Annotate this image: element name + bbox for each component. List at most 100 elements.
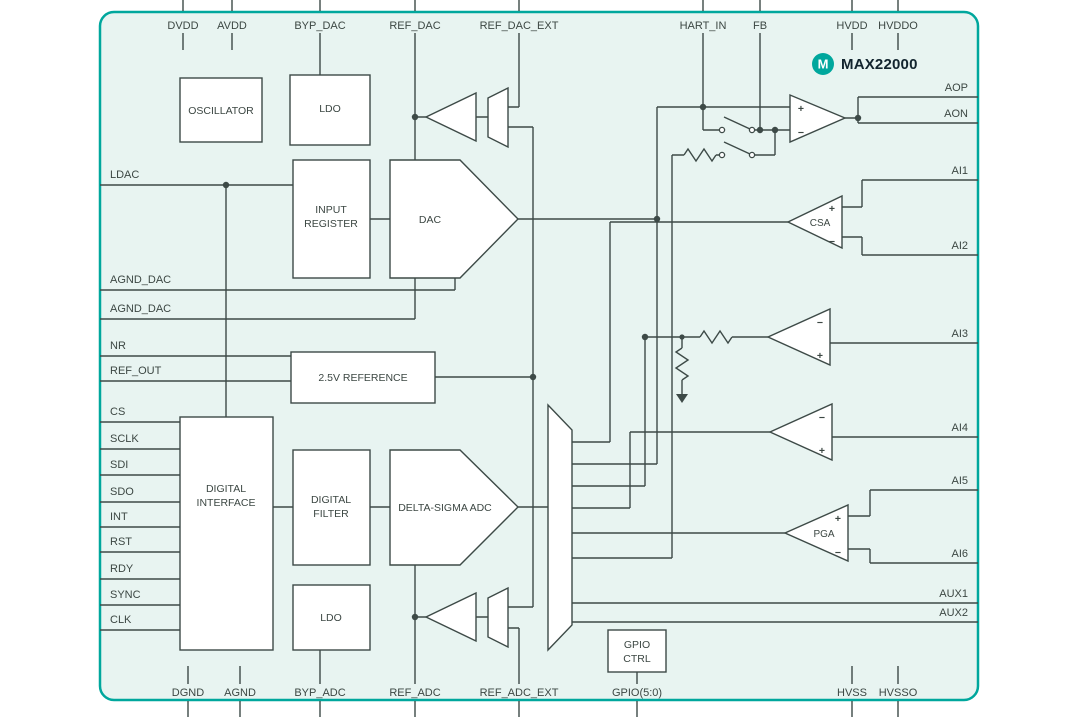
switch-contact <box>718 151 726 159</box>
analog-output-amp <box>789 93 847 144</box>
pin-label-hvsso: HVSSO <box>879 687 918 699</box>
switch-contact <box>748 151 756 159</box>
part-number: MAX22000 <box>841 56 918 73</box>
refadc-buffer-amp <box>424 591 477 643</box>
digital-filter-label-1: DIGITAL <box>311 494 351 506</box>
gpio-ctrl-label-1: GPIO <box>624 639 650 651</box>
analog-switches <box>718 126 756 159</box>
pin-label-ref-adc: REF_ADC <box>389 687 440 699</box>
block-labels: OSCILLATOR LDO INPUT REGISTER DAC 2.5V R… <box>188 103 835 665</box>
csa-plus: + <box>829 203 835 215</box>
csa-label: CSA <box>810 218 831 229</box>
left-pin-wires <box>100 184 456 631</box>
pin-label-agnd-dac-1: AGND_DAC <box>110 274 171 286</box>
refdac-mux <box>487 86 509 149</box>
pga-label: PGA <box>813 529 834 540</box>
ao-minus: − <box>798 127 804 139</box>
input-mux <box>547 403 573 652</box>
reference-block <box>290 351 436 404</box>
gpio-ctrl-block <box>607 629 667 673</box>
csa-minus: − <box>829 236 835 248</box>
ai3-plus: + <box>817 350 823 362</box>
pga-amp <box>783 503 849 563</box>
maxim-logo-letter: M <box>818 57 829 72</box>
refadc-mux <box>487 586 509 649</box>
bottom-pin-labels: DGND AGND BYP_ADC REF_ADC REF_ADC_EXT GP… <box>172 687 918 699</box>
pin-label-avdd: AVDD <box>217 20 247 32</box>
ao-plus: + <box>798 103 804 115</box>
pin-label-ai2: AI2 <box>951 240 968 252</box>
dac-block <box>389 159 519 279</box>
dac-output-hart-net <box>518 106 790 465</box>
junction-dots <box>222 103 862 621</box>
pin-label-ldac: LDAC <box>110 169 139 181</box>
ldo-top-block <box>289 74 371 146</box>
oscillator-label: OSCILLATOR <box>188 105 254 117</box>
pin-label-ref-dac: REF_DAC <box>389 20 440 32</box>
pin-label-gpio: GPIO(5:0) <box>612 687 662 699</box>
digital-filter-label-2: FILTER <box>313 508 349 520</box>
pin-label-sdo: SDO <box>110 486 134 498</box>
amp-polarity-marks: + − + − − + − + + − <box>798 103 841 559</box>
pin-label-agnd-dac-2: AGND_DAC <box>110 303 171 315</box>
pin-label-agnd: AGND <box>224 687 256 699</box>
ai4-plus: + <box>819 445 825 457</box>
pga-plus: + <box>835 513 841 525</box>
pga-minus: − <box>835 547 841 559</box>
pin-label-sync: SYNC <box>110 589 141 601</box>
input-register-block <box>292 159 371 279</box>
dac-label: DAC <box>419 214 442 226</box>
pin-label-cs: CS <box>110 406 125 418</box>
right-pin-wires <box>572 96 978 623</box>
pin-label-ai5: AI5 <box>951 475 968 487</box>
reference-label: 2.5V REFERENCE <box>318 372 407 384</box>
pin-label-sdi: SDI <box>110 459 128 471</box>
ldo-bottom-block <box>292 584 371 651</box>
right-pin-labels: AOP AON AI1 AI2 AI3 AI4 AI5 AI6 AUX1 AUX… <box>939 82 968 619</box>
adc-label: DELTA-SIGMA ADC <box>398 502 492 514</box>
pin-label-rdy: RDY <box>110 563 134 575</box>
switch-contact <box>718 126 726 134</box>
pin-label-ai4: AI4 <box>951 422 968 434</box>
ldo-bottom-label: LDO <box>320 612 342 624</box>
oscillator-block <box>179 77 263 143</box>
top-pin-labels: DVDD AVDD BYP_DAC REF_DAC REF_DAC_EXT HA… <box>167 20 918 32</box>
maxim-logo-icon <box>812 53 834 75</box>
pin-label-ai3: AI3 <box>951 328 968 340</box>
pin-label-fb: FB <box>753 20 767 32</box>
refdac-buffer-amp <box>424 91 477 143</box>
pin-label-dgnd: DGND <box>172 687 204 699</box>
ai4-minus: − <box>819 412 825 424</box>
pin-label-byp-dac: BYP_DAC <box>294 20 345 32</box>
ai3-amp <box>766 307 831 367</box>
pin-label-byp-adc: BYP_ADC <box>294 687 345 699</box>
function-blocks <box>179 74 849 673</box>
ground-arrow <box>676 394 688 403</box>
top-pin-wires <box>182 0 899 160</box>
csa-output-net <box>572 221 788 443</box>
pin-label-ai1: AI1 <box>951 165 968 177</box>
brand: M MAX22000 <box>812 53 918 75</box>
reference-net <box>435 126 534 608</box>
pin-label-dvdd: DVDD <box>167 20 198 32</box>
digital-interface-block <box>179 416 274 651</box>
pin-label-ref-adc-ext: REF_ADC_EXT <box>480 687 559 699</box>
left-pin-labels: LDAC AGND_DAC AGND_DAC NR REF_OUT CS SCL… <box>110 169 171 626</box>
pin-label-hvss: HVSS <box>837 687 867 699</box>
pin-label-aux1: AUX1 <box>939 588 968 600</box>
ai4-amp <box>768 402 833 462</box>
pin-label-ref-out: REF_OUT <box>110 365 162 377</box>
pin-label-clk: CLK <box>110 614 132 626</box>
gpio-ctrl-label-2: CTRL <box>623 653 651 665</box>
input-register-label-1: INPUT <box>315 204 347 216</box>
ai3-minus: − <box>817 317 823 329</box>
pin-label-rst: RST <box>110 536 132 548</box>
pin-label-nr: NR <box>110 340 126 352</box>
pin-label-hvddo: HVDDO <box>878 20 918 32</box>
input-register-label-2: REGISTER <box>304 218 358 230</box>
ldo-top-label: LDO <box>319 103 341 115</box>
pin-label-sclk: SCLK <box>110 433 139 445</box>
internal-bus-wires <box>225 185 548 508</box>
switch-contact <box>748 126 756 134</box>
